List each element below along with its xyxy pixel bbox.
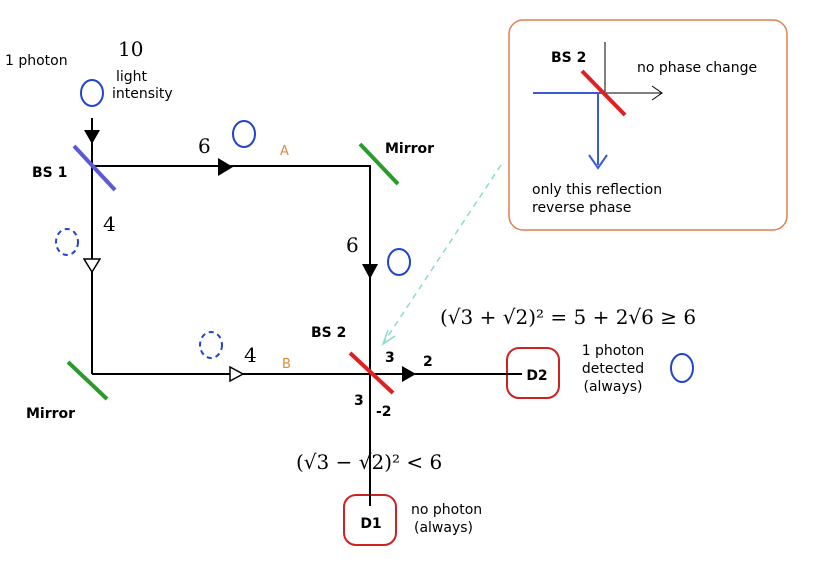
path-b-arrow xyxy=(229,365,245,383)
bs2-down-in-value: 3 xyxy=(354,393,364,409)
bs2-right-out-value: 2 xyxy=(423,354,433,370)
source-intensity-label-1: light xyxy=(116,69,148,85)
constructive-equation: (√3 + √2)² = 5 + 2√6 ≥ 6 xyxy=(440,305,696,329)
inset-reflection-label-1: only this reflection xyxy=(532,182,662,198)
mirror-bottom-left xyxy=(66,360,109,401)
bs2-label: BS 2 xyxy=(311,325,346,341)
source-intensity-label-2: intensity xyxy=(112,86,173,102)
left-amplitude: 4 xyxy=(103,212,116,236)
photon-right-path-icon xyxy=(387,248,411,276)
bs1-label: BS 1 xyxy=(32,165,67,181)
right-path-arrow xyxy=(362,264,378,279)
d1-note-2: (always) xyxy=(414,520,473,536)
inset-title: BS 2 xyxy=(551,50,586,66)
d2-label: D2 xyxy=(526,368,547,384)
d2-note-2: detected xyxy=(582,361,644,377)
d2-note-1: 1 photon xyxy=(582,343,645,359)
photon-path-a-icon xyxy=(232,120,256,148)
inset-reflected-arrowhead xyxy=(588,154,608,170)
mirror-bottom-left-label: Mirror xyxy=(26,406,75,422)
bottom-amplitude: 4 xyxy=(244,343,257,367)
inset-pointer-arrowhead xyxy=(381,329,396,346)
source-count: 10 xyxy=(118,37,143,61)
photon-path-b-dashed-icon xyxy=(199,331,223,359)
inset-pointer-line xyxy=(383,164,502,343)
inset-bs2-splitter xyxy=(580,69,627,117)
photon-left-path-dashed-icon xyxy=(55,228,79,256)
input-arrow xyxy=(84,130,100,144)
bs2-down-out-value: -2 xyxy=(376,404,392,420)
path-a-arrow xyxy=(218,158,233,176)
photon-d2-icon xyxy=(670,353,694,383)
mirror-top-right-label: Mirror xyxy=(385,141,434,157)
path-b-label: B xyxy=(282,357,291,372)
bs1-splitter xyxy=(72,144,117,192)
inset-border xyxy=(508,19,788,231)
bs2-inset: BS 2 no phase change only this reflectio… xyxy=(508,19,788,231)
inset-reflection-label-2: reverse phase xyxy=(532,200,631,216)
photon-source-icon xyxy=(80,79,104,107)
source-photon-label: 1 photon xyxy=(5,53,68,69)
inset-no-phase-label: no phase change xyxy=(637,60,757,76)
d2-note-3: (always) xyxy=(583,379,642,395)
d1-note-1: no photon xyxy=(411,502,482,518)
right-amplitude: 6 xyxy=(346,233,359,257)
d2-output-arrow xyxy=(402,366,416,382)
d1-label: D1 xyxy=(360,516,381,532)
path-a-label: A xyxy=(280,144,289,159)
bs2-splitter xyxy=(348,351,395,395)
inset-axis-arrowhead xyxy=(651,85,663,101)
top-amplitude: 6 xyxy=(198,134,211,158)
left-path-arrow xyxy=(82,258,102,274)
destructive-equation: (√3 − √2)² < 6 xyxy=(296,450,442,474)
bs2-right-in-value: 3 xyxy=(385,350,395,366)
mirror-top-right xyxy=(358,142,400,186)
